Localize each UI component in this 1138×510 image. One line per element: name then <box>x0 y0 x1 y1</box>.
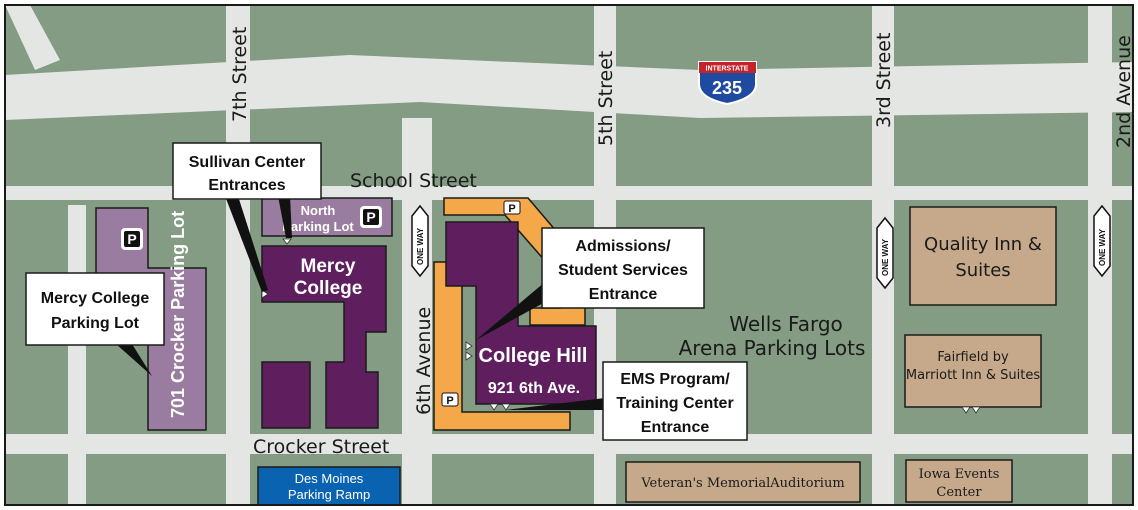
entrance-marker-icon <box>489 403 511 411</box>
entrance-marker-icon <box>282 238 292 245</box>
svg-text:P: P <box>127 231 136 247</box>
map-border <box>4 4 1134 506</box>
diagonal-road <box>5 5 60 70</box>
mercy-lot-pointer <box>116 344 152 376</box>
sullivan-callout-line2: Entrances <box>208 177 285 194</box>
veterans-auditorium-label: Veteran's MemorialAuditorium <box>640 476 844 491</box>
ramp-label-1: Des Moines <box>295 471 364 486</box>
des-moines-parking-ramp <box>257 466 401 506</box>
admissions-callout-line1: Admissions/ <box>575 238 671 255</box>
svg-text:P: P <box>446 395 453 407</box>
7th-street-road <box>226 5 250 505</box>
crocker-street-road <box>5 434 1133 454</box>
entrance-marker-icon <box>465 341 473 361</box>
interstate-number: 235 <box>712 78 742 98</box>
mercy-lot-callout-line1: Mercy College <box>41 290 150 307</box>
ems-pointer <box>505 398 605 410</box>
interstate-label: INTERSTATE <box>706 66 749 73</box>
sullivan-callout: Sullivan Center Entrances <box>172 142 322 200</box>
street-6th-avenue-label: 6th Avenue <box>413 307 435 415</box>
svg-text:ONE WAY: ONE WAY <box>881 238 890 276</box>
6th-avenue-road <box>402 118 432 505</box>
veterans-auditorium-building <box>625 461 861 503</box>
street-crocker-label: Crocker Street <box>253 436 389 458</box>
quality-inn-building <box>909 206 1057 306</box>
svg-text:ONE WAY: ONE WAY <box>416 227 425 265</box>
interstate-235-road <box>5 55 1133 120</box>
college-hill-label: College Hill <box>479 345 588 367</box>
ramp-label-2: Parking Ramp <box>288 487 370 502</box>
parking-icon: P <box>441 392 459 407</box>
sullivan-pointer-2 <box>278 196 292 238</box>
parking-icon: P <box>121 228 143 250</box>
sullivan-callout-line1: Sullivan Center <box>189 154 305 171</box>
admissions-pointer <box>476 282 556 340</box>
svg-text:P: P <box>508 203 515 215</box>
parking-icon: P <box>503 200 521 215</box>
fairfield-label-2: Marriott Inn & Suites <box>906 368 1040 383</box>
one-way-sign-6th-icon: ONE WAY <box>411 204 429 278</box>
iowa-events-label-2: Center <box>936 485 982 500</box>
admissions-callout-line2: Student Services <box>558 262 688 279</box>
north-lot-label-2: Parking Lot <box>282 219 354 234</box>
mercy-lot-callout: Mercy College Parking Lot <box>25 272 165 346</box>
ems-callout-line2: Training Center <box>616 395 733 412</box>
street-2nd-avenue-label: 2nd Avenue <box>1113 35 1135 148</box>
svg-text:ONE WAY: ONE WAY <box>1098 228 1107 266</box>
quality-inn-label-1: Quality Inn & <box>924 234 1042 255</box>
mercy-college-annex <box>261 361 311 429</box>
entrance-marker-icon <box>961 406 981 414</box>
mercy-college-building <box>261 245 387 429</box>
north-lot-label-1: North <box>301 203 336 218</box>
iowa-events-label-1: Iowa Events <box>919 467 1000 482</box>
sullivan-pointer <box>225 196 268 292</box>
callout-pointers <box>116 196 605 410</box>
wells-fargo-label-1: Wells Fargo <box>729 312 843 336</box>
iowa-events-center-building <box>905 459 1013 503</box>
entrance-marker-icon <box>261 289 269 299</box>
admissions-callout-line3: Entrance <box>589 286 658 303</box>
ems-callout-line3: Entrance <box>641 419 710 436</box>
svg-text:P: P <box>366 209 375 225</box>
college-hill-address: 921 6th Ave. <box>488 380 580 397</box>
admissions-callout: Admissions/ Student Services Entrance <box>541 227 705 309</box>
ems-callout: EMS Program/ Training Center Entrance <box>602 361 748 441</box>
fairfield-label-1: Fairfield by <box>937 350 1009 365</box>
street-3rd-label: 3rd Street <box>873 33 895 128</box>
mercy-lot-callout-line2: Parking Lot <box>51 315 140 332</box>
fairfield-inn-building <box>904 334 1042 408</box>
mercy-college-label-2: College <box>294 278 363 299</box>
mercy-college-label-1: Mercy <box>301 256 356 277</box>
parking-icon: P <box>360 206 382 228</box>
interstate-shield-icon: INTERSTATE 235 <box>698 61 757 106</box>
one-way-sign-3rd-icon: ONE WAY <box>876 216 894 290</box>
ems-callout-line1: EMS Program/ <box>620 371 730 388</box>
wells-fargo-label-2: Arena Parking Lots <box>679 336 866 360</box>
quality-inn-label-2: Suites <box>955 260 1010 281</box>
one-way-sign-2nd-icon: ONE WAY <box>1093 204 1111 278</box>
street-5th-label: 5th Street <box>595 51 617 146</box>
west-road <box>68 205 86 505</box>
crocker-lot-label: 701 Crocker Parking Lot <box>168 211 188 418</box>
street-school-label: School Street <box>350 170 477 192</box>
street-7th-label: 7th Street <box>229 27 251 122</box>
